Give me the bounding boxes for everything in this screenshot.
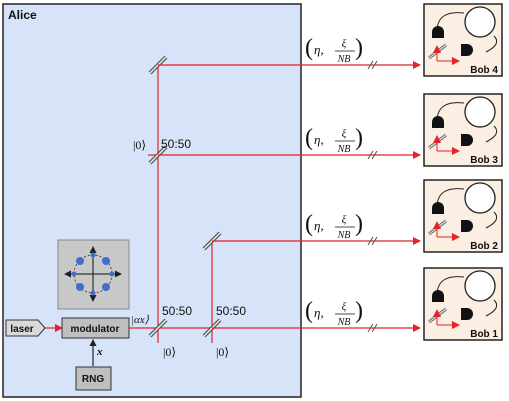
splitter-ratio-label: 50:50 <box>162 304 192 318</box>
svg-text:(: ( <box>305 125 313 151</box>
svg-text:): ) <box>355 211 363 237</box>
bob-label: Bob 1 <box>470 329 498 340</box>
channel-param-label: ( η, ξ NB ) <box>305 211 363 241</box>
svg-text:η,: η, <box>314 305 324 320</box>
laser-source: laser <box>5 319 46 337</box>
modulator-label: modulator <box>71 324 120 335</box>
svg-text:NB: NB <box>337 317 351 328</box>
constellation-point <box>102 257 110 265</box>
bob-receiver-1: Bob 1 <box>422 266 504 342</box>
svg-text:): ) <box>355 125 363 151</box>
beam-paths <box>129 65 213 343</box>
fiber-break-marks <box>367 60 378 333</box>
bob-label: Bob 2 <box>470 241 498 252</box>
constellation-point <box>76 283 84 291</box>
svg-text:NB: NB <box>337 230 351 241</box>
bob-internal-beams <box>433 45 460 329</box>
svg-text:η,: η, <box>314 132 324 147</box>
splitter-ratio-label: 50:50 <box>161 137 191 151</box>
bob-receiver-4: Bob 4 <box>422 2 504 78</box>
laser-label: laser <box>10 324 33 335</box>
channel-param-label: ( η, ξ NB ) <box>305 35 363 65</box>
coherent-state-label: |αx⟩ <box>131 314 150 326</box>
constellation-point <box>90 252 96 258</box>
channel-param-label: ( η, ξ NB ) <box>305 125 363 155</box>
rng-signal-label: x <box>96 346 103 358</box>
alice-title: Alice <box>8 8 37 22</box>
svg-text:): ) <box>355 35 363 61</box>
svg-text:ξ: ξ <box>342 301 347 313</box>
constellation-point <box>71 271 77 277</box>
rng-box: RNG <box>75 366 112 391</box>
bob-receiver-2: Bob 2 <box>422 178 504 254</box>
svg-text:NB: NB <box>337 54 351 65</box>
vacuum-label: |0⟩ <box>163 345 176 359</box>
svg-text:η,: η, <box>314 218 324 233</box>
svg-text:ξ: ξ <box>342 38 347 50</box>
svg-text:ξ: ξ <box>342 214 347 226</box>
beam-splitter-1 <box>148 318 168 338</box>
channel-param-label: ( η, ξ NB ) <box>305 298 363 328</box>
alice-panel <box>2 3 302 398</box>
svg-text:ξ: ξ <box>342 128 347 140</box>
bob-label: Bob 3 <box>470 155 498 166</box>
constellation-point <box>102 283 110 291</box>
svg-text:η,: η, <box>314 42 324 57</box>
bob-receiver-3: Bob 3 <box>422 92 504 168</box>
bob-label: Bob 4 <box>470 65 498 76</box>
svg-text:): ) <box>355 298 363 324</box>
svg-text:(: ( <box>305 211 313 237</box>
constellation-point <box>90 290 96 296</box>
vacuum-label: |0⟩ <box>216 345 229 359</box>
vacuum-label: |0⟩ <box>133 138 146 152</box>
svg-text:(: ( <box>305 35 313 61</box>
svg-text:(: ( <box>305 298 313 324</box>
splitter-ratio-label: 50:50 <box>216 304 246 318</box>
constellation-point <box>76 257 84 265</box>
constellation-diagram <box>57 239 130 310</box>
rng-label: RNG <box>82 374 104 385</box>
svg-text:NB: NB <box>337 144 351 155</box>
modulator: modulator <box>61 317 130 339</box>
constellation-point <box>109 271 115 277</box>
